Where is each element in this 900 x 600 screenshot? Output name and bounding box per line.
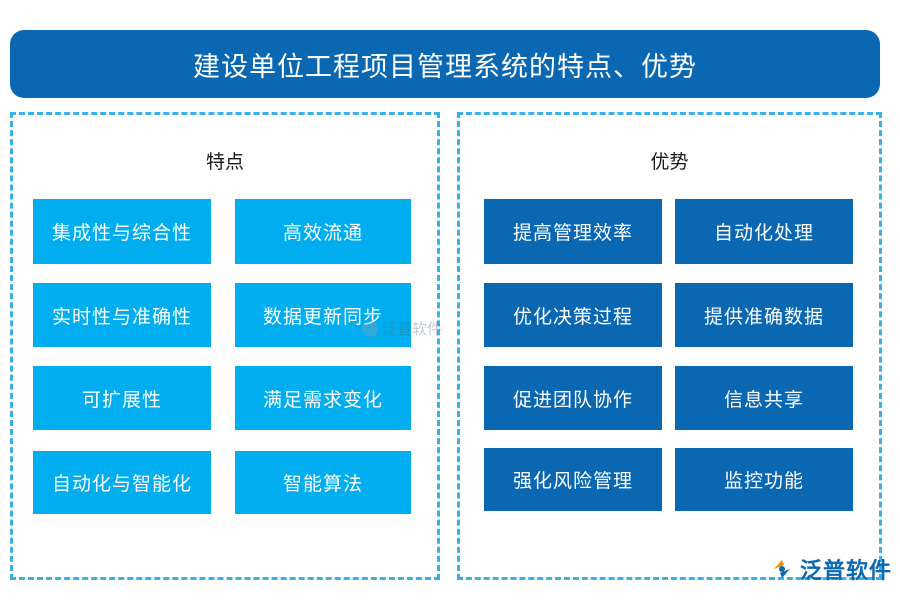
feature-box: 数据更新同步	[235, 283, 411, 347]
advantages-heading: 优势	[650, 151, 689, 173]
feature-box: 满足需求变化	[235, 366, 411, 430]
fanpu-logo-icon	[770, 557, 794, 581]
watermark-text: 泛普软件	[382, 320, 443, 338]
advantage-box: 监控功能	[675, 448, 853, 511]
feature-box: 可扩展性	[33, 366, 211, 430]
feature-box: 集成性与综合性	[33, 199, 211, 264]
feature-box: 实时性与准确性	[33, 283, 211, 347]
feature-box: 高效流通	[235, 199, 411, 264]
advantages-panel: 优势	[457, 112, 882, 580]
advantage-box: 提高管理效率	[484, 199, 662, 264]
advantage-box: 提供准确数据	[675, 283, 853, 347]
watermark-icon	[362, 320, 378, 337]
advantage-box: 促进团队协作	[484, 366, 662, 430]
watermark: 泛普软件	[362, 318, 442, 339]
features-panel: 特点	[10, 112, 440, 580]
logo-text: 泛普软件	[800, 559, 893, 584]
feature-box: 智能算法	[235, 451, 411, 514]
features-heading: 特点	[205, 151, 244, 173]
advantage-box: 强化风险管理	[484, 448, 662, 511]
advantage-box: 信息共享	[675, 366, 853, 430]
feature-box: 自动化与智能化	[33, 451, 211, 514]
brand-logo: 泛普软件	[770, 553, 892, 585]
page-title: 建设单位工程项目管理系统的特点、优势	[10, 30, 880, 98]
advantage-box: 优化决策过程	[484, 283, 662, 347]
advantage-box: 自动化处理	[675, 199, 853, 264]
